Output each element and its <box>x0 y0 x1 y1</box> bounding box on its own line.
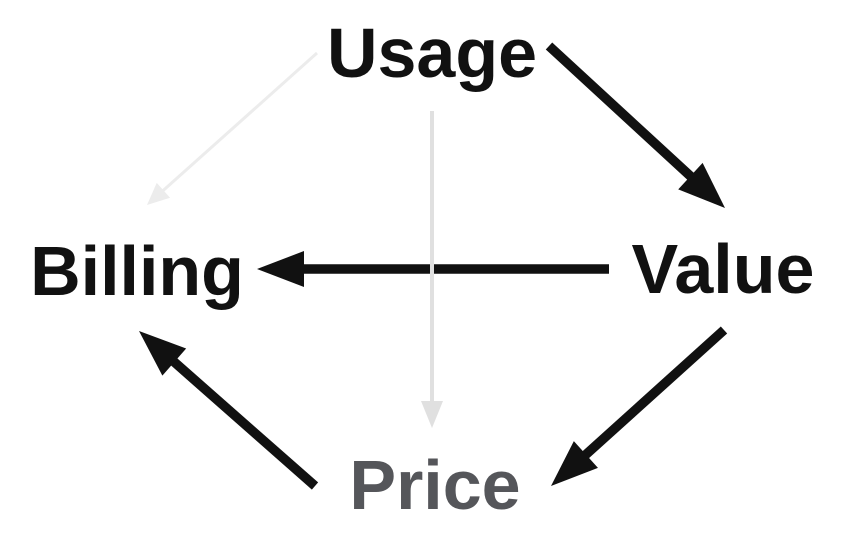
node-value: Value <box>631 230 815 308</box>
edge-value-price <box>551 326 728 486</box>
edge-value-billing <box>257 251 609 287</box>
edge-usage-billing <box>147 51 318 205</box>
node-price: Price <box>349 446 521 524</box>
arrowhead-usage-value <box>678 162 725 208</box>
node-usage: Usage <box>326 14 538 92</box>
edge-price-billing <box>139 331 319 490</box>
arrowhead-value-billing <box>257 251 304 287</box>
arrowhead-price-billing <box>139 331 187 376</box>
arrowhead-usage-price <box>421 401 443 428</box>
arrowhead-usage-billing <box>147 182 171 205</box>
edge-usage-value <box>545 42 725 208</box>
node-billing: Billing <box>30 232 244 310</box>
arrowhead-value-price <box>551 441 598 486</box>
edge-usage-price <box>421 111 443 428</box>
